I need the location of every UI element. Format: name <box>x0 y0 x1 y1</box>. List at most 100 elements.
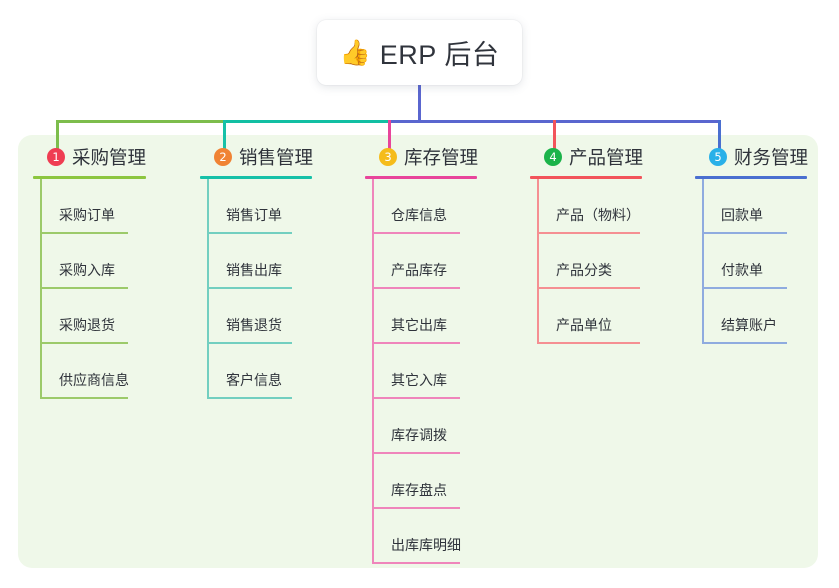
branch-column-5: 5 财务管理回款单付款单结算账户 <box>695 144 808 344</box>
branch-header-rule-5 <box>695 176 807 179</box>
branch-title-2: 销售管理 <box>239 147 314 168</box>
branch-header-5[interactable]: 5 财务管理 <box>695 144 808 170</box>
branch-column-4: 4 产品管理产品（物料） 产品分类产品单位 <box>530 144 643 344</box>
branch-item-label: 产品单位 <box>556 317 612 333</box>
branch-item[interactable]: 付款单 <box>695 234 808 289</box>
branch-item-rule <box>207 342 292 344</box>
branch-item[interactable]: 供应商信息 <box>33 344 146 399</box>
branch-item[interactable]: 库存调拨 <box>365 399 478 454</box>
branch-item[interactable]: 产品库存 <box>365 234 478 289</box>
branch-item[interactable]: 采购退货 <box>33 289 146 344</box>
branch-item[interactable]: 其它出库 <box>365 289 478 344</box>
branch-badge-icon-2: 2 <box>214 148 232 166</box>
branch-item-label: 销售退货 <box>226 317 282 333</box>
branch-item-label: 供应商信息 <box>59 372 129 388</box>
branch-item-label: 出库库明细 <box>391 537 461 553</box>
branch-items-2: 销售订单销售出库销售退货客户信息 <box>200 179 313 399</box>
thumbs-up-emoji: 👍 <box>339 38 371 67</box>
branch-item-label: 采购订单 <box>59 207 115 223</box>
branch-item-label: 库存调拨 <box>391 427 447 443</box>
branch-header-4[interactable]: 4 产品管理 <box>530 144 643 170</box>
branch-header-rule-1 <box>33 176 146 179</box>
branch-item-rule <box>207 232 292 234</box>
branch-item[interactable]: 仓库信息 <box>365 179 478 234</box>
branch-item[interactable]: 产品分类 <box>530 234 643 289</box>
branch-items-4: 产品（物料） 产品分类产品单位 <box>530 179 643 344</box>
branch-spine-5 <box>702 179 704 344</box>
branch-item-label: 采购入库 <box>59 262 115 278</box>
branch-item-rule <box>207 397 292 399</box>
branch-badge-icon-5: 5 <box>709 148 727 166</box>
branch-item[interactable]: 产品（物料） <box>530 179 643 234</box>
branch-title-5: 财务管理 <box>734 147 809 168</box>
branches-panel <box>18 135 818 568</box>
branch-item[interactable]: 采购入库 <box>33 234 146 289</box>
branch-items-1: 采购订单采购入库采购退货供应商信息 <box>33 179 146 399</box>
branch-title-4: 产品管理 <box>569 147 644 168</box>
branch-item-rule <box>372 342 460 344</box>
branch-item-label: 库存盘点 <box>391 482 447 498</box>
branch-item[interactable]: 其它入库 <box>365 344 478 399</box>
branch-item-rule <box>372 397 460 399</box>
branch-header-rule-3 <box>365 176 477 179</box>
root-stem-connector <box>418 85 421 123</box>
branch-item-label: 产品（物料） <box>556 207 640 223</box>
branch-stub-connector-5 <box>718 120 721 160</box>
branch-item[interactable]: 库存盘点 <box>365 454 478 509</box>
branch-item-rule <box>372 232 460 234</box>
branch-item-rule <box>40 342 128 344</box>
branch-item[interactable]: 采购订单 <box>33 179 146 234</box>
branch-spine-3 <box>372 179 374 564</box>
branch-item-label: 回款单 <box>721 207 763 223</box>
branch-item-label: 销售出库 <box>226 262 282 278</box>
branch-item[interactable]: 回款单 <box>695 179 808 234</box>
branch-item[interactable]: 出库库明细 <box>365 509 478 564</box>
branch-item-rule <box>537 287 640 289</box>
branch-stub-connector-3 <box>388 120 391 160</box>
branch-item[interactable]: 销售退货 <box>200 289 313 344</box>
branch-item-label: 其它出库 <box>391 317 447 333</box>
branch-item[interactable]: 产品单位 <box>530 289 643 344</box>
branch-item-rule <box>702 232 787 234</box>
branch-item-label: 产品库存 <box>391 262 447 278</box>
branch-header-rule-4 <box>530 176 642 179</box>
branch-item-rule <box>207 287 292 289</box>
branch-stub-connector-1 <box>56 120 59 160</box>
branch-spine-1 <box>40 179 42 399</box>
branch-item-rule <box>537 342 640 344</box>
branch-title-3: 库存管理 <box>404 147 479 168</box>
branch-item-rule <box>372 507 460 509</box>
branch-header-2[interactable]: 2 销售管理 <box>200 144 313 170</box>
branch-item-label: 其它入库 <box>391 372 447 388</box>
branch-item-rule <box>40 397 128 399</box>
branch-item-label: 结算账户 <box>721 317 777 333</box>
branch-item[interactable]: 客户信息 <box>200 344 313 399</box>
branch-item-rule <box>372 287 460 289</box>
branch-item-label: 采购退货 <box>59 317 115 333</box>
root-node[interactable]: 👍 ERP 后台 <box>317 20 522 85</box>
branch-title-1: 采购管理 <box>72 147 147 168</box>
trunk-segment-1 <box>56 120 226 123</box>
branch-spine-2 <box>207 179 209 399</box>
branch-item[interactable]: 结算账户 <box>695 289 808 344</box>
branch-header-rule-2 <box>200 176 312 179</box>
branch-item[interactable]: 销售订单 <box>200 179 313 234</box>
branch-badge-icon-4: 4 <box>544 148 562 166</box>
branch-spine-4 <box>537 179 539 344</box>
branch-item-rule <box>702 342 787 344</box>
branch-items-5: 回款单付款单结算账户 <box>695 179 808 344</box>
branch-item-rule <box>537 232 640 234</box>
branch-item-label: 付款单 <box>721 262 763 278</box>
branch-item-rule <box>372 452 460 454</box>
branch-item-label: 销售订单 <box>226 207 282 223</box>
branch-item[interactable]: 销售出库 <box>200 234 313 289</box>
branch-items-3: 仓库信息产品库存其它出库其它入库库存调拨库存盘点出库库明细 <box>365 179 478 564</box>
root-node-content: 👍 ERP 后台 <box>340 33 500 72</box>
branch-item-rule <box>40 232 128 234</box>
branch-item-rule <box>40 287 128 289</box>
